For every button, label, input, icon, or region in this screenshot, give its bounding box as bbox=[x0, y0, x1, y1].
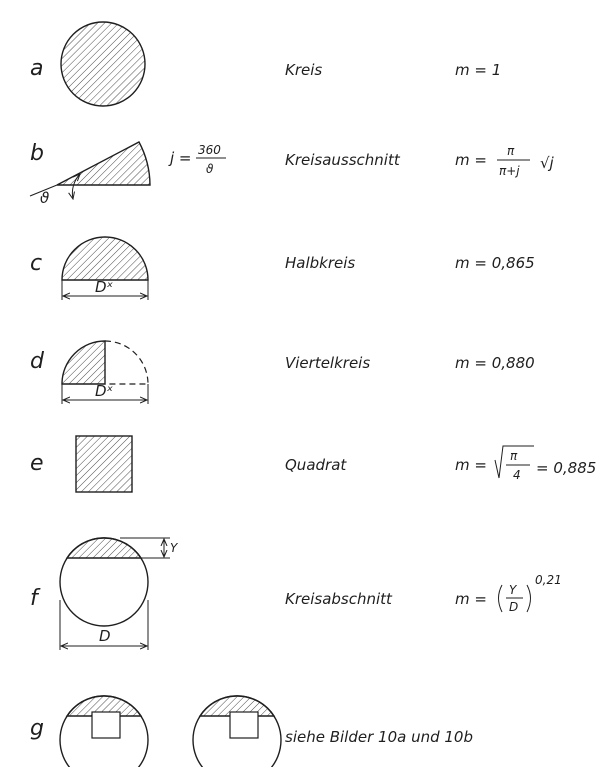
reference-note: siehe Bilder 10a und 10b bbox=[285, 728, 473, 746]
m-numerator: π bbox=[507, 144, 515, 158]
m-label: m = bbox=[455, 590, 487, 608]
row-letter: d bbox=[30, 349, 45, 374]
m-denominator: D bbox=[509, 600, 518, 614]
circular-segment-shape bbox=[198, 695, 276, 717]
m-result: = 0,885 bbox=[536, 459, 596, 477]
sqrt-j: √j bbox=[540, 154, 555, 172]
dimension-label: Dˣ bbox=[95, 382, 114, 400]
row-c: c Dˣ Halbkreis m = 0,865 bbox=[30, 236, 535, 300]
diameter-label: D bbox=[99, 627, 111, 645]
rectangular-cutout bbox=[229, 711, 259, 739]
angle-leg bbox=[29, 184, 58, 197]
row-letter: a bbox=[30, 56, 43, 81]
row-d: d Dˣ Viertelkreis m = 0,880 bbox=[30, 340, 535, 404]
circular-segment-shape bbox=[65, 695, 143, 717]
paren-right bbox=[526, 584, 531, 613]
circle-section-shape bbox=[60, 21, 146, 107]
row-letter: b bbox=[30, 141, 44, 166]
m-formula: m = 0,865 bbox=[455, 254, 535, 272]
row-letter: f bbox=[30, 586, 41, 611]
semicircle-shape bbox=[61, 236, 149, 281]
row-e: e Quadrat m = π 4 = 0,885 bbox=[30, 435, 596, 493]
row-f: f Y D Kreisabschnitt m = Y D 0,21 bbox=[30, 537, 562, 650]
sector-shape bbox=[56, 141, 151, 186]
row-a: a Kreis m = 1 bbox=[30, 21, 501, 107]
circular-segment-shape bbox=[65, 537, 143, 559]
m-label: m = bbox=[455, 151, 487, 169]
row-letter: c bbox=[30, 251, 42, 276]
dimension-label: Dˣ bbox=[95, 278, 114, 296]
shape-name: Kreisabschnitt bbox=[285, 590, 393, 608]
j-numerator: 360 bbox=[198, 143, 221, 157]
segment-height-label: Y bbox=[170, 541, 179, 555]
angle-symbol: ϑ bbox=[40, 189, 49, 207]
m-numerator: Y bbox=[509, 583, 518, 597]
shape-name: Halbkreis bbox=[285, 254, 355, 272]
shape-name: Quadrat bbox=[285, 456, 347, 474]
paren-left bbox=[498, 584, 503, 613]
angle-arc bbox=[72, 174, 80, 199]
m-exponent: 0,21 bbox=[535, 573, 562, 587]
m-denominator: 4 bbox=[513, 468, 521, 482]
m-formula: m = 0,880 bbox=[455, 354, 535, 372]
row-letter: e bbox=[30, 451, 44, 476]
square-shape bbox=[75, 435, 133, 493]
j-denominator: ϑ bbox=[206, 162, 214, 176]
shape-name: Kreisausschnitt bbox=[285, 151, 401, 169]
quarter-circle-shape bbox=[61, 340, 106, 385]
j-label: j = bbox=[168, 149, 192, 167]
m-denominator: π+j bbox=[499, 164, 520, 178]
row-g: g siehe Bilder 10a und 10b bbox=[30, 695, 473, 767]
shape-name: Kreis bbox=[285, 61, 322, 79]
shape-name: Viertelkreis bbox=[285, 354, 370, 372]
m-numerator: π bbox=[510, 449, 518, 463]
m-formula: m = 1 bbox=[455, 61, 501, 79]
rectangular-cutout bbox=[91, 711, 121, 739]
row-b: b ϑ j = 360 ϑ Kreisausschnitt m = π π+j … bbox=[29, 141, 555, 207]
sqrt-sign bbox=[494, 445, 534, 479]
row-letter: g bbox=[30, 716, 44, 741]
quarter-circle-outline bbox=[104, 340, 149, 385]
m-label: m = bbox=[455, 456, 487, 474]
